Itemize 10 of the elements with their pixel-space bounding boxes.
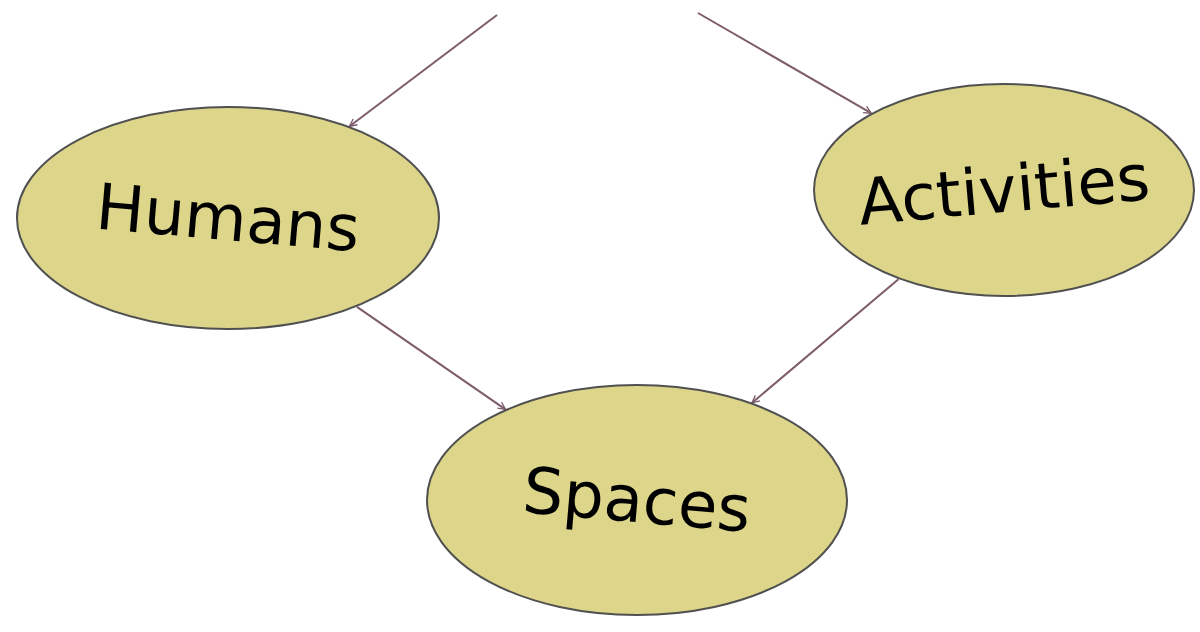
node-label: Humans xyxy=(92,168,364,269)
arrow xyxy=(751,278,900,404)
arrow xyxy=(348,14,498,128)
node-label: Activities xyxy=(854,139,1154,242)
arrow xyxy=(355,305,507,411)
ellipse-node xyxy=(813,83,1195,297)
ellipse-node xyxy=(426,384,848,616)
node-label: Spaces xyxy=(519,452,755,549)
arrow xyxy=(697,12,873,115)
ellipse-node xyxy=(16,106,440,330)
